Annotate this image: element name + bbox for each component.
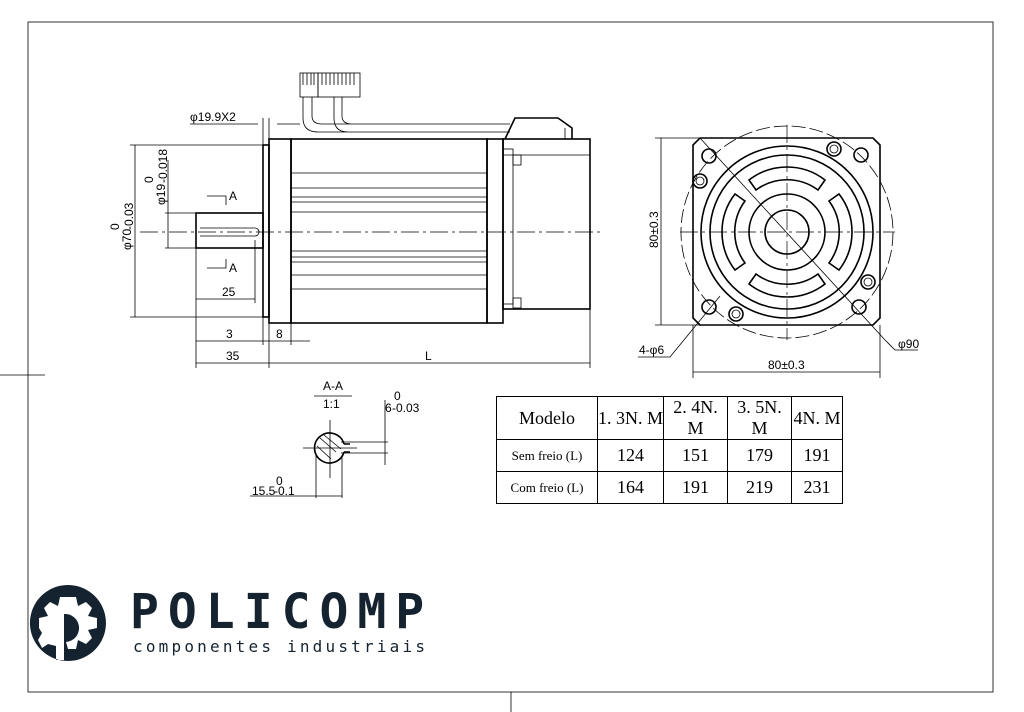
dim-key-width: 6 — [385, 401, 392, 415]
svg-text:0: 0 — [394, 389, 401, 403]
dim-shaft-length: 25 — [222, 285, 236, 299]
table-cell: 124 — [597, 439, 664, 472]
motor-front-view — [680, 125, 895, 341]
logo-wordmark: POLICOMP — [130, 584, 434, 640]
table-cell: 191 — [663, 471, 728, 504]
table-header-row: Modelo 1. 3N. M 2. 4N. M 3. 5N. M 4N. M — [496, 396, 843, 440]
dim-flange-thickness: 8 — [276, 327, 283, 341]
svg-text:-0.03: -0.03 — [122, 202, 136, 230]
side-dimension-lines — [130, 118, 591, 368]
row-label: Com freio (L) — [496, 471, 598, 504]
header-cell: 2. 4N. M — [663, 396, 728, 440]
table-row: Com freio (L) 164 191 219 231 — [496, 471, 843, 504]
table-cell: 151 — [663, 439, 728, 472]
svg-text:-0.03: -0.03 — [392, 401, 420, 415]
shaft-section-view — [250, 395, 388, 498]
logo-tagline: componentes industriais — [133, 637, 429, 656]
table-row: Sem freio (L) 124 151 179 191 — [496, 439, 843, 472]
drawing-frame — [27, 21, 994, 693]
header-cell: 1. 3N. M — [597, 396, 664, 440]
dim-square-vertical: 80±0.3 — [647, 211, 661, 248]
svg-text:0: 0 — [108, 223, 122, 230]
front-dimension-lines — [638, 137, 918, 378]
dim-square-horizontal: 80±0.3 — [768, 358, 805, 372]
svg-text:-0.018: -0.018 — [156, 149, 170, 183]
dim-shaft-total: 35 — [226, 349, 240, 363]
dim-bolt-circle: φ90 — [898, 337, 919, 351]
table-cell: 179 — [727, 439, 792, 472]
svg-text:0: 0 — [142, 176, 156, 183]
policomp-gear-icon — [29, 585, 106, 661]
svg-text:-0.1: -0.1 — [274, 484, 295, 498]
dim-body-length: L — [425, 349, 432, 363]
dim-key-depth: 15.5 — [252, 484, 276, 498]
table-cell: 231 — [791, 471, 843, 504]
dim-holes: 4-φ6 — [639, 343, 664, 357]
model-length-table: Modelo 1. 3N. M 2. 4N. M 3. 5N. M 4N. M … — [496, 396, 843, 504]
section-title: A-A — [323, 379, 343, 393]
header-cell: 3. 5N. M — [727, 396, 792, 440]
header-cell: 4N. M — [791, 396, 843, 440]
dim-pilot-depth: 3 — [226, 327, 233, 341]
dim-pilot-diameter: φ70 — [120, 229, 134, 250]
row-label: Sem freio (L) — [496, 439, 598, 472]
svg-text:0: 0 — [276, 474, 283, 488]
section-mark-bottom: A — [229, 261, 237, 275]
motor-side-view — [140, 72, 600, 324]
table-cell: 191 — [791, 439, 843, 472]
dim-shaft-diameter: φ19 — [154, 184, 168, 205]
section-scale: 1:1 — [323, 397, 340, 411]
table-cell: 164 — [597, 471, 664, 504]
header-cell: Modelo — [496, 396, 598, 440]
dim-flange-step: φ19.9X2 — [190, 110, 236, 124]
table-cell: 219 — [727, 471, 792, 504]
section-mark-top: A — [229, 189, 237, 203]
